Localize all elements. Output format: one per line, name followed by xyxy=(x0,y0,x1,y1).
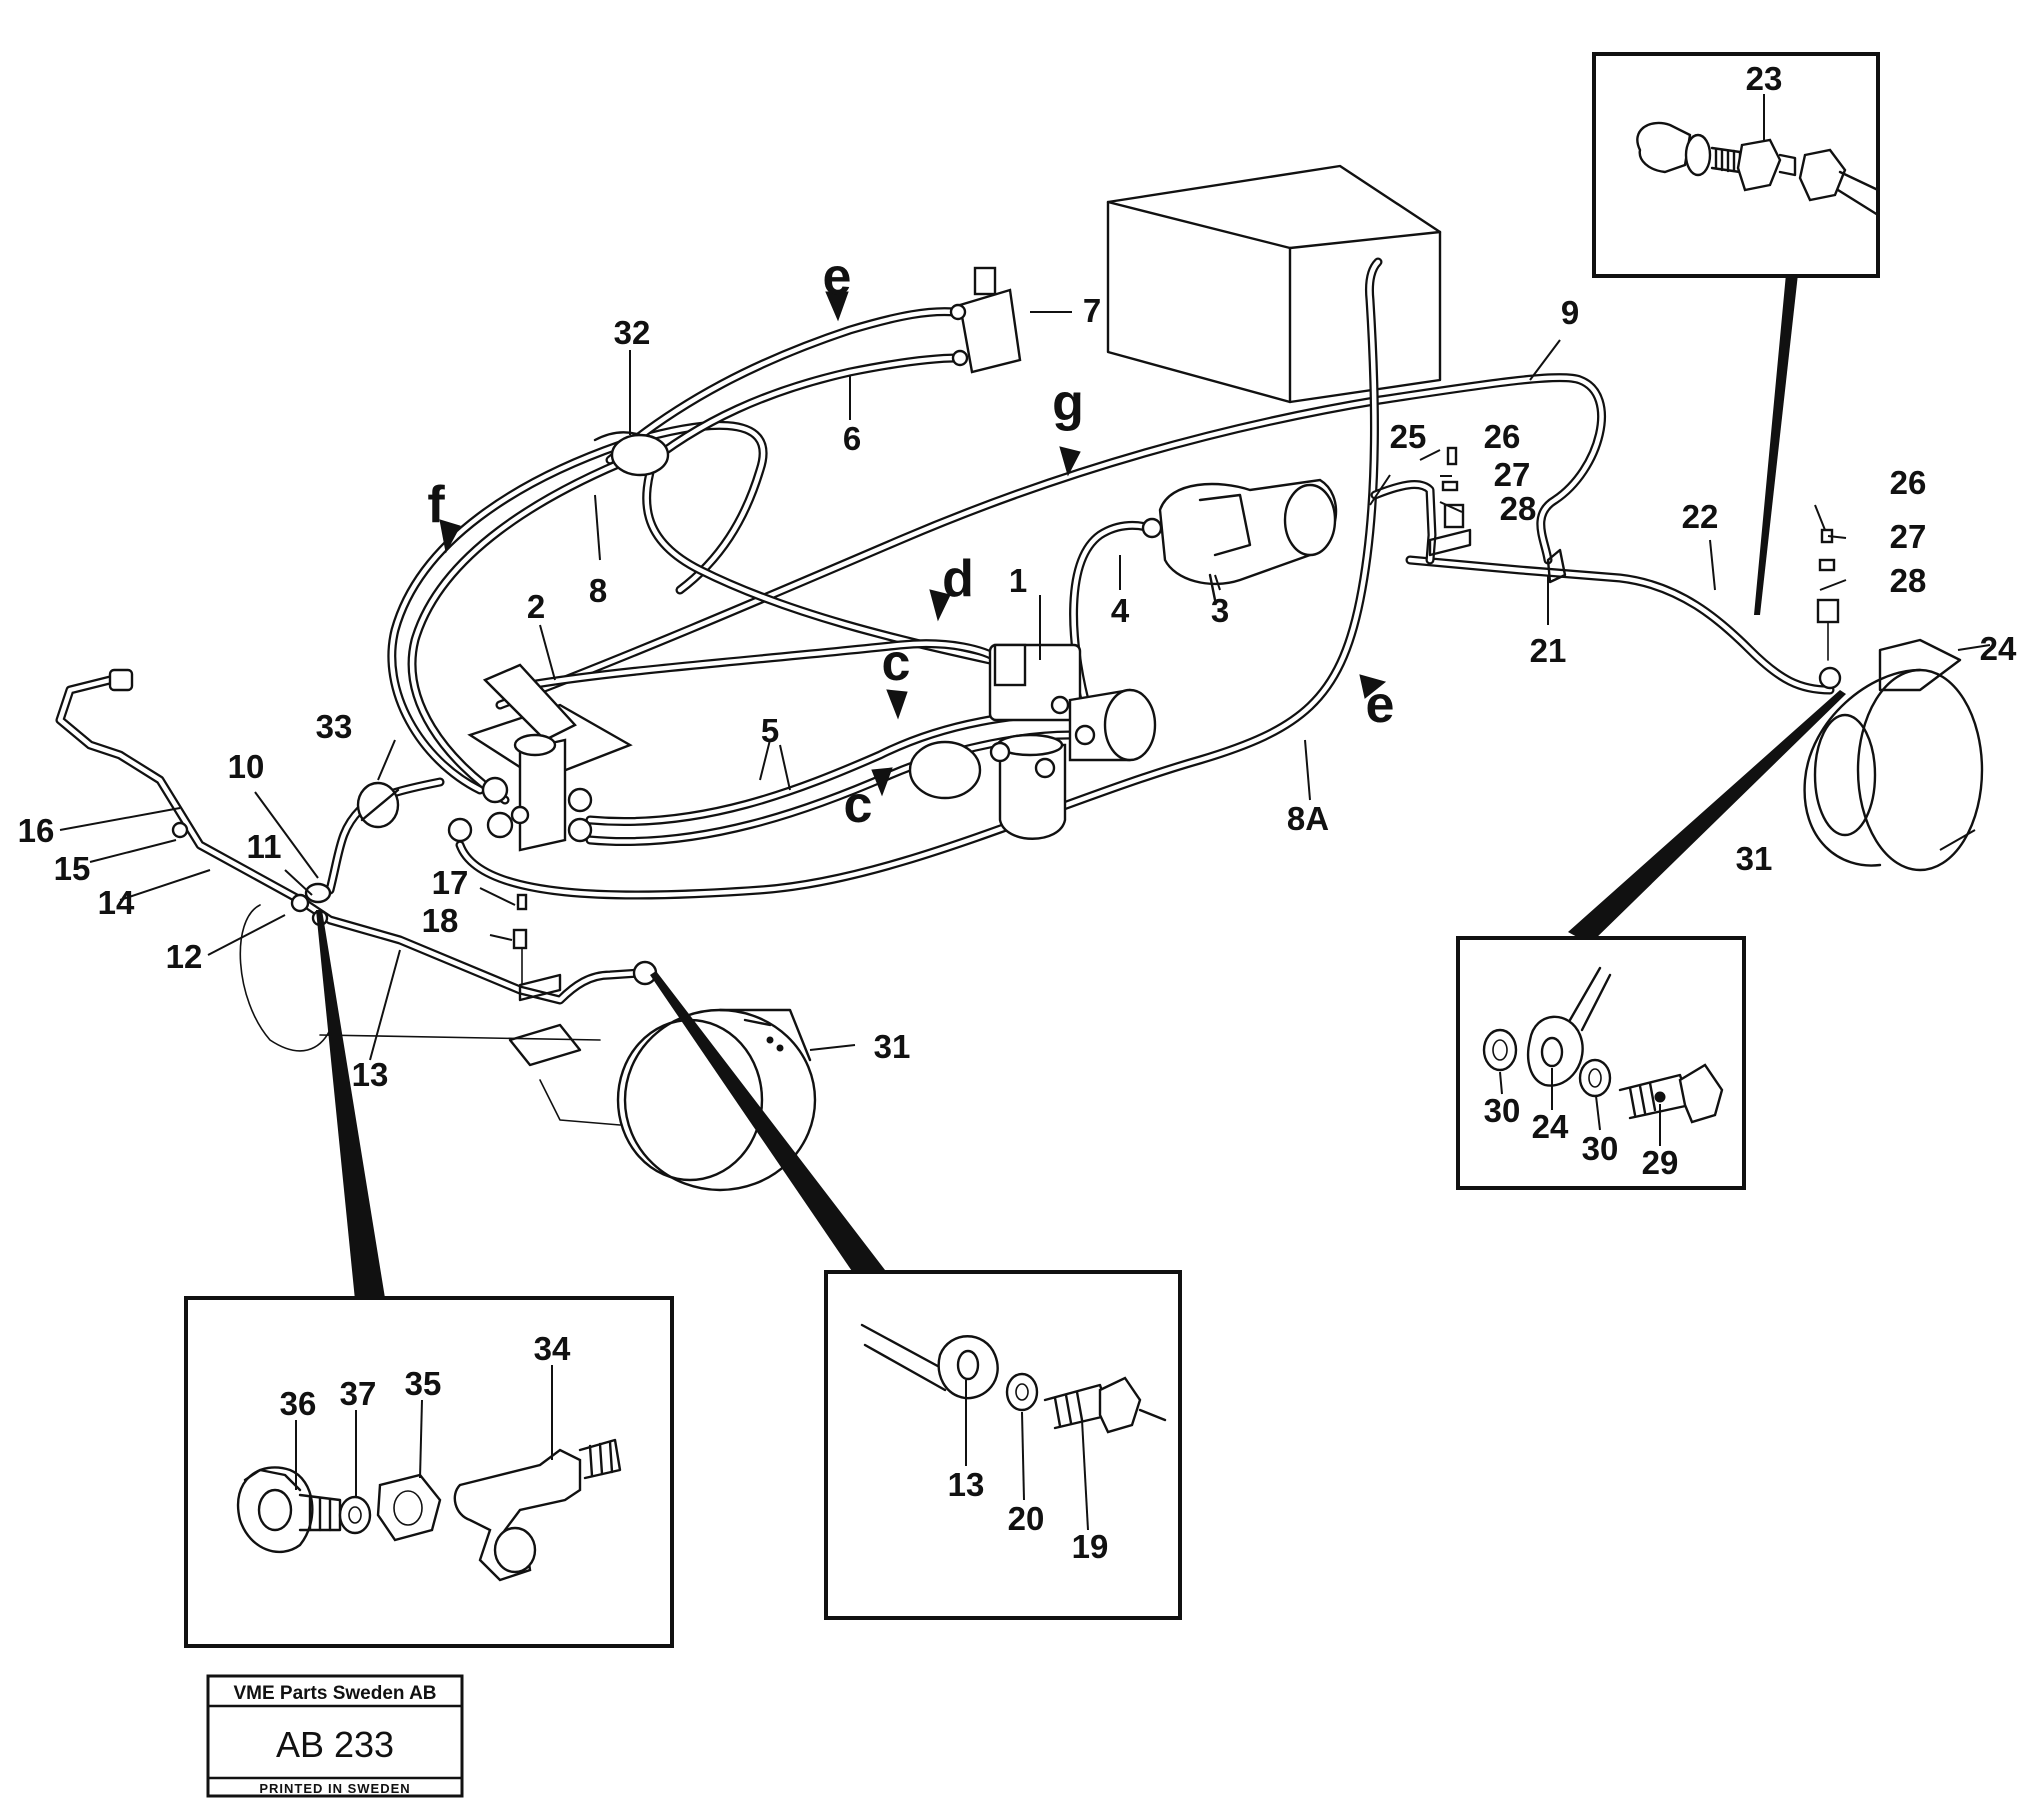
detail-leaders xyxy=(295,94,1765,1531)
detail-pointers xyxy=(316,274,1846,1300)
label-31: 31 xyxy=(874,1028,911,1065)
detail-box-13 xyxy=(824,1270,1182,1620)
valve-unit-1 xyxy=(908,643,1157,840)
label-30b: 30 xyxy=(1582,1130,1619,1167)
arrow-markers xyxy=(439,291,1387,797)
label-8a: 8A xyxy=(1287,800,1329,837)
label-24b: 24 xyxy=(1532,1108,1569,1145)
arrow-letters: e g f d c c e xyxy=(427,248,1394,834)
label-14: 14 xyxy=(98,884,135,921)
label-36: 36 xyxy=(280,1385,317,1422)
label-20: 20 xyxy=(1008,1500,1045,1537)
label-6: 6 xyxy=(843,420,861,457)
label-8: 8 xyxy=(589,572,607,609)
label-25: 25 xyxy=(1390,418,1427,455)
label-15: 15 xyxy=(54,850,91,887)
letter-e-right: e xyxy=(1366,676,1395,734)
label-13: 13 xyxy=(352,1056,389,1093)
label-37: 37 xyxy=(340,1375,377,1412)
label-21: 21 xyxy=(1530,632,1567,669)
label-13b: 13 xyxy=(948,1466,985,1503)
label-17: 17 xyxy=(432,864,469,901)
label-16: 16 xyxy=(18,812,55,849)
label-19: 19 xyxy=(1072,1528,1109,1565)
label-2: 2 xyxy=(527,588,545,625)
part-labels: 1 2 3 4 5 6 7 8 8A 9 10 11 12 13 14 15 1… xyxy=(18,60,2017,1565)
label-23: 23 xyxy=(1746,60,1783,97)
detail-box-24 xyxy=(1456,936,1746,1190)
label-7: 7 xyxy=(1083,292,1101,329)
stamp-printed: PRINTED IN SWEDEN xyxy=(259,1781,410,1796)
label-11: 11 xyxy=(247,828,282,865)
parts-stamp: VME Parts Sweden AB AB 233 PRINTED IN SW… xyxy=(206,1674,464,1798)
label-33: 33 xyxy=(316,708,353,745)
letter-g: g xyxy=(1052,374,1084,432)
label-5: 5 xyxy=(761,712,779,749)
label-1: 1 xyxy=(1009,562,1027,599)
letter-d: d xyxy=(942,550,974,608)
label-4: 4 xyxy=(1111,592,1130,629)
brake-valve-2 xyxy=(447,663,633,852)
label-3: 3 xyxy=(1211,592,1229,629)
label-29: 29 xyxy=(1642,1144,1679,1181)
label-34: 34 xyxy=(534,1330,571,1367)
leader-lines xyxy=(59,311,1991,1061)
label-30: 30 xyxy=(1484,1092,1521,1129)
compressor-3 xyxy=(1141,478,1338,602)
label-35: 35 xyxy=(405,1365,442,1402)
detail-box-23 xyxy=(1592,52,1880,278)
letter-f: f xyxy=(427,476,445,534)
letter-e-top: e xyxy=(823,248,852,306)
label-24: 24 xyxy=(1980,630,2017,667)
pipe-network xyxy=(55,257,1835,1005)
label-27: 27 xyxy=(1494,456,1531,493)
letter-c-top: c xyxy=(882,634,911,692)
detail-box-34 xyxy=(184,1296,674,1648)
label-32: 32 xyxy=(614,314,651,351)
clamp-32 xyxy=(593,431,670,477)
label-28b: 28 xyxy=(1890,562,1927,599)
label-22: 22 xyxy=(1682,498,1719,535)
front-axle-left xyxy=(108,668,817,1192)
battery-box xyxy=(1106,164,1442,404)
label-18: 18 xyxy=(422,902,459,939)
label-9: 9 xyxy=(1561,294,1579,331)
label-28: 28 xyxy=(1500,490,1537,527)
label-12: 12 xyxy=(166,938,203,975)
letter-c-bottom: c xyxy=(844,776,873,834)
rear-wheel-right xyxy=(1428,446,1984,872)
pressure-switch-7 xyxy=(949,266,1022,374)
label-31b: 31 xyxy=(1736,840,1773,877)
label-26: 26 xyxy=(1484,418,1521,455)
clamp-33 xyxy=(356,781,400,829)
label-10: 10 xyxy=(228,748,265,785)
stamp-company: VME Parts Sweden AB xyxy=(233,1683,436,1704)
label-27b: 27 xyxy=(1890,518,1927,555)
label-26b: 26 xyxy=(1890,464,1927,501)
stamp-code: AB 233 xyxy=(276,1724,394,1765)
